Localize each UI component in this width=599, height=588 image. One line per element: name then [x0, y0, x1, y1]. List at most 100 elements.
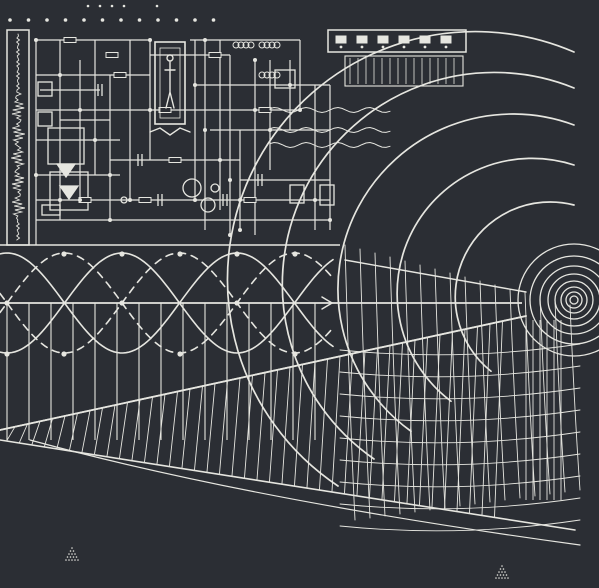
- panel-led: [423, 45, 427, 49]
- inner-ring: [517, 243, 599, 357]
- sine-wave-dashed-inverse: [0, 252, 334, 354]
- round-component: [120, 196, 128, 204]
- inner-ring: [554, 280, 594, 320]
- mesh-line: [389, 256, 401, 515]
- mesh-line: [374, 252, 386, 517]
- junction-dot: [298, 108, 302, 112]
- junction-dot: [238, 228, 242, 232]
- mesh-line: [494, 284, 506, 501]
- dot: [68, 559, 70, 561]
- panel-led: [444, 45, 448, 49]
- hatch-line: [81, 410, 91, 453]
- coil-loop: [237, 41, 245, 49]
- dot: [69, 550, 72, 552]
- junction-dot: [78, 108, 82, 112]
- wave-node: [119, 300, 125, 306]
- funnel-lower-line: [0, 315, 576, 531]
- wave-node: [119, 251, 125, 257]
- mesh-line: [344, 244, 356, 521]
- decorative-dots: [8, 4, 509, 579]
- mesh-line: [569, 304, 581, 491]
- wave-node: [234, 251, 240, 257]
- dot: [71, 547, 73, 549]
- inner-ring: [565, 291, 583, 309]
- junction-dot: [78, 198, 82, 202]
- dot: [69, 556, 72, 558]
- dot: [507, 577, 509, 579]
- wing-shape: [149, 127, 191, 136]
- dot: [119, 18, 123, 22]
- component-box: [41, 204, 61, 216]
- wavy-signal: [269, 141, 391, 149]
- concentric-rings: [226, 30, 599, 487]
- junction-dot: [148, 38, 152, 42]
- hatch-line: [6, 426, 16, 441]
- panel-switch: [440, 35, 452, 44]
- junction-dot: [58, 73, 62, 77]
- dot: [82, 18, 86, 22]
- dot: [71, 559, 73, 561]
- junction-dot: [328, 218, 332, 222]
- outer-arc: [396, 157, 575, 403]
- junction-dot: [93, 138, 97, 142]
- wave-node: [177, 251, 183, 257]
- hatch-line: [219, 380, 228, 475]
- coil-loop: [273, 71, 281, 79]
- hatch-line: [19, 423, 28, 443]
- resistor: [105, 52, 119, 58]
- bottom-curve: [29, 439, 581, 546]
- mesh-line: [339, 343, 581, 356]
- dot: [137, 18, 142, 22]
- dot: [499, 574, 502, 576]
- junction-dot: [228, 178, 232, 182]
- human-figure: [164, 54, 176, 109]
- junction-dot: [34, 173, 38, 177]
- figure-chamber-inner: [159, 47, 181, 119]
- seismograph-strip: [6, 29, 30, 246]
- hatch-line: [169, 391, 178, 467]
- hatch-line: [306, 361, 316, 488]
- triangle-component: [55, 163, 77, 179]
- wave-node: [234, 300, 240, 306]
- mesh-line: [339, 409, 581, 422]
- inner-ring: [547, 273, 599, 327]
- junction-dot: [268, 128, 272, 132]
- hatch-line: [31, 420, 41, 445]
- dot: [505, 574, 508, 576]
- dot: [501, 565, 503, 567]
- junction-dot: [313, 198, 317, 202]
- dot: [174, 18, 179, 22]
- outer-arc: [281, 71, 575, 460]
- coil-loop: [242, 41, 250, 49]
- dot: [155, 4, 159, 8]
- hatch-line: [269, 369, 278, 482]
- hatch-line: [69, 412, 78, 451]
- mesh-line: [339, 365, 581, 378]
- junction-dot: [218, 158, 222, 162]
- dot: [45, 18, 49, 22]
- junction-dot: [128, 198, 132, 202]
- component-box: [37, 81, 53, 97]
- inner-ring: [560, 286, 588, 314]
- round-component: [182, 178, 202, 198]
- dot: [501, 577, 503, 579]
- inner-ring: [529, 255, 599, 345]
- coil-loop: [273, 41, 281, 49]
- panel-switch: [335, 35, 347, 44]
- panel-led: [360, 45, 364, 49]
- dot: [495, 577, 497, 579]
- dot: [98, 4, 102, 8]
- outer-arc: [454, 201, 575, 373]
- hatch-line: [181, 388, 191, 469]
- panel-led: [381, 45, 385, 49]
- dot: [26, 18, 31, 22]
- junction-dot: [58, 198, 62, 202]
- coil-loop: [268, 41, 276, 49]
- resistor: [63, 37, 77, 43]
- wave-node: [61, 351, 67, 357]
- mesh-line: [339, 387, 581, 400]
- mesh-line: [339, 453, 581, 466]
- mesh-line: [404, 260, 416, 513]
